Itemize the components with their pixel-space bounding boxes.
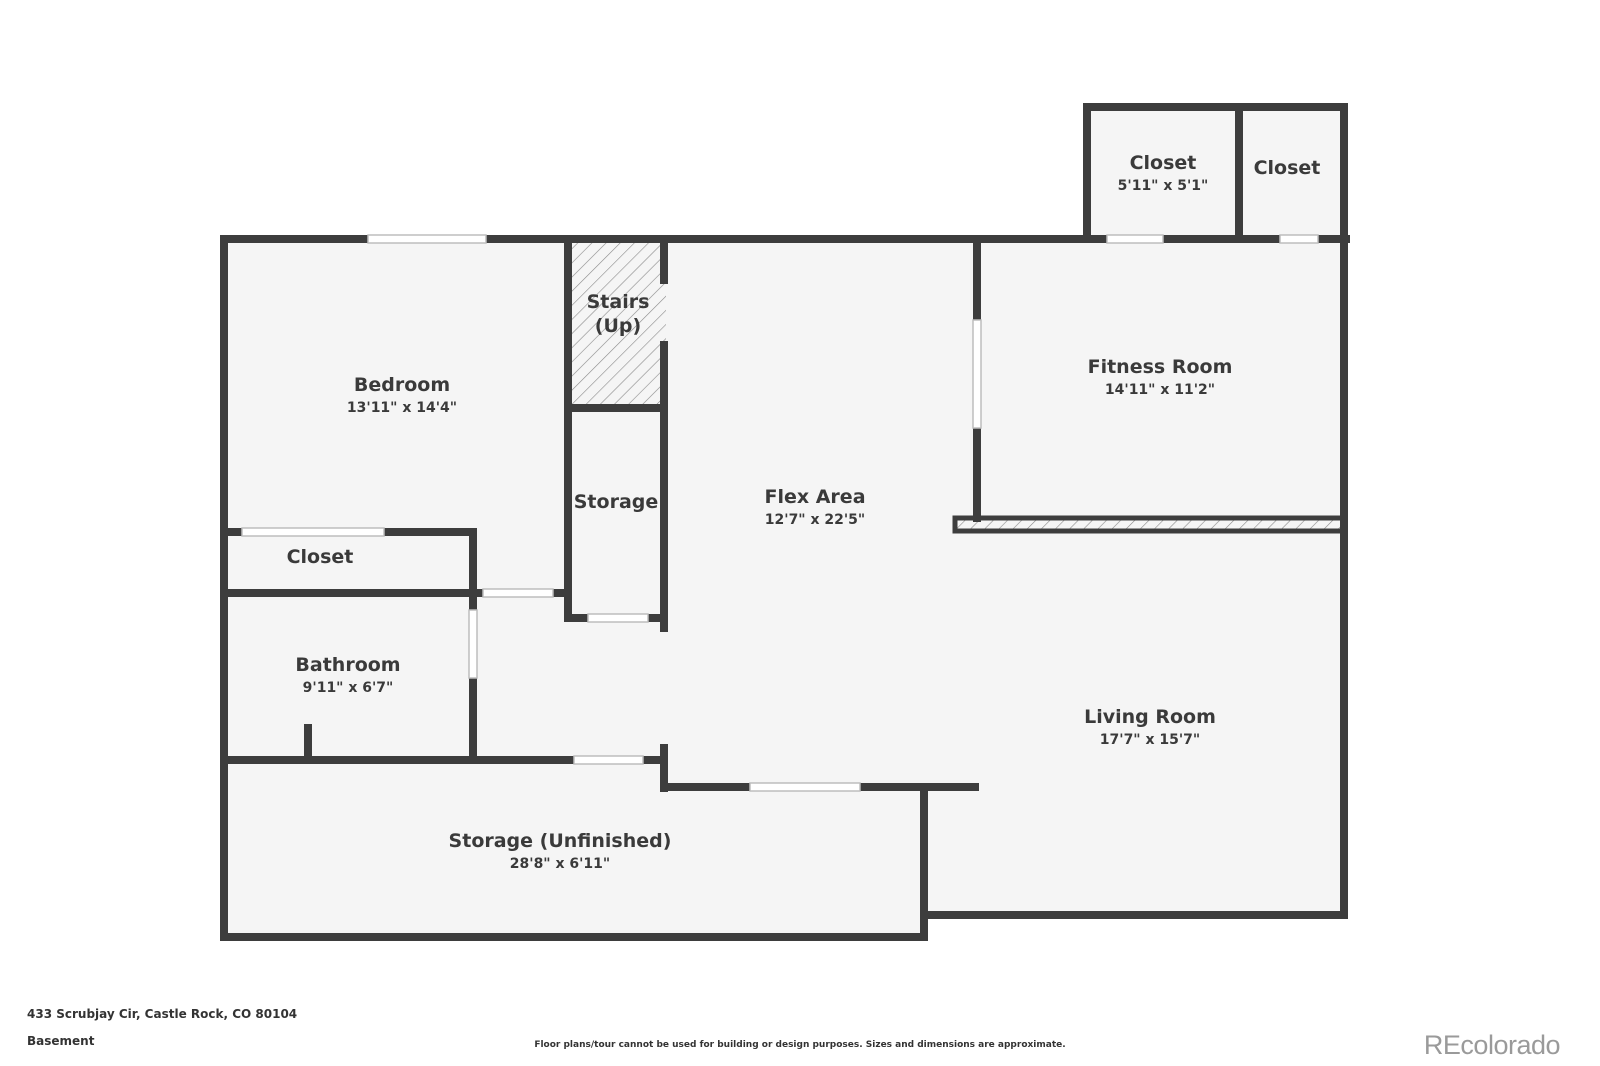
living-dims: 17'7" x 15'7" <box>1100 732 1200 748</box>
openings <box>241 234 1319 792</box>
flex-name: Flex Area <box>764 486 865 508</box>
bathroom-dims: 9'11" x 6'7" <box>303 680 394 696</box>
fitness-name: Fitness Room <box>1088 356 1233 378</box>
disclaimer-text: Floor plans/tour cannot be used for buil… <box>534 1040 1066 1050</box>
storage-unfinished-dims: 28'8" x 6'11" <box>510 856 610 872</box>
property-address: 433 Scrubjay Cir, Castle Rock, CO 80104 <box>27 1007 298 1021</box>
closet-top-dims: 5'11" x 5'1" <box>1118 178 1209 194</box>
closet-top-name: Closet <box>1130 152 1197 174</box>
brand-logo: REcolorado <box>1423 1030 1561 1060</box>
stairs-name-line1: Stairs <box>587 291 650 313</box>
walls <box>220 103 1350 941</box>
flex-dims: 12'7" x 22'5" <box>765 512 865 528</box>
bedroom-dims: 13'11" x 14'4" <box>347 400 457 416</box>
storage-name: Storage <box>574 491 659 513</box>
closet-bedroom-name: Closet <box>287 546 354 568</box>
bedroom-name: Bedroom <box>354 374 450 396</box>
room-labels: Bedroom 13'11" x 14'4" Stairs (Up) Stora… <box>287 152 1321 872</box>
divider-hatch <box>952 515 1346 534</box>
stairs-hatch <box>572 243 666 408</box>
floor-level: Basement <box>27 1034 95 1048</box>
bathroom-name: Bathroom <box>295 654 400 676</box>
living-name: Living Room <box>1084 706 1216 728</box>
fitness-dims: 14'11" x 11'2" <box>1105 382 1215 398</box>
storage-unfinished-name: Storage (Unfinished) <box>449 830 672 852</box>
stairs-name-line2: (Up) <box>595 315 641 337</box>
closet-top-right-name: Closet <box>1254 157 1321 179</box>
